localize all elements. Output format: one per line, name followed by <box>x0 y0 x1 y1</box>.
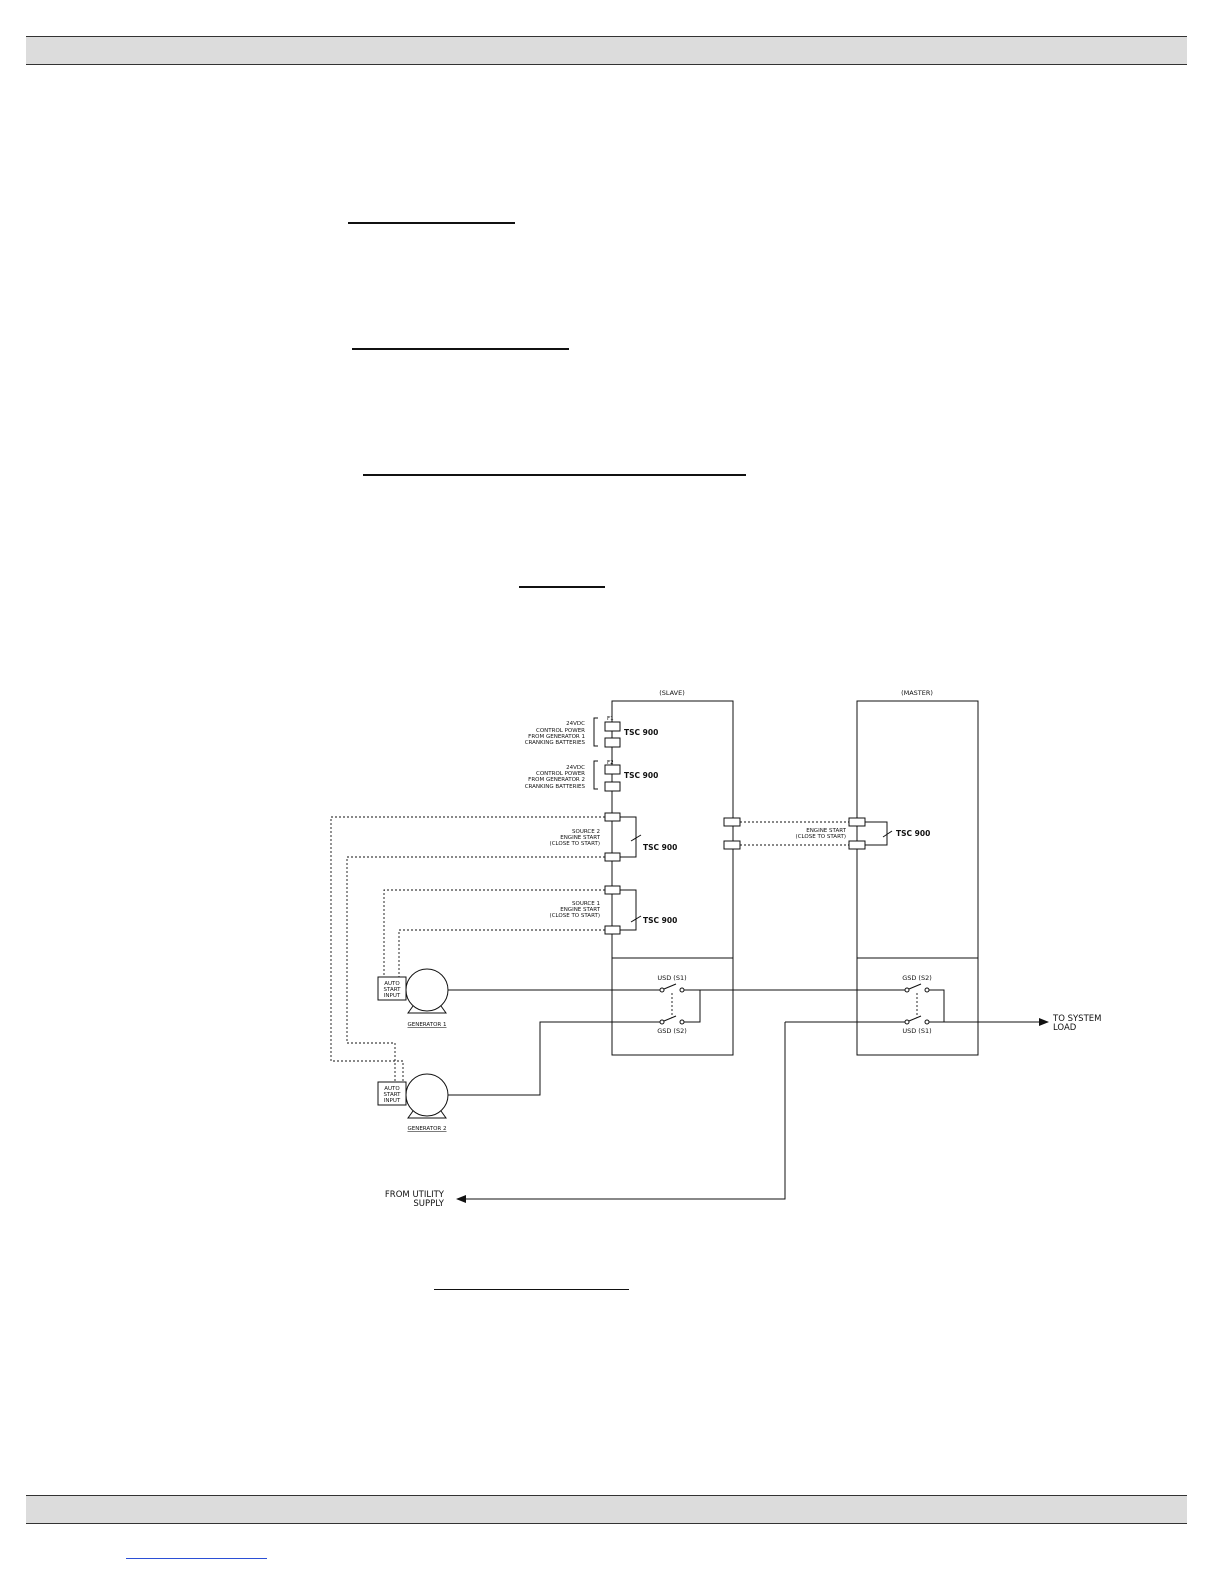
power-1-line-4: CRANKING BATTERIES <box>525 740 586 746</box>
source-2-line-3: (CLOSE TO START) <box>550 841 600 847</box>
footer-link-underline[interactable] <box>126 1558 267 1559</box>
master-engine-start-line-1: ENGINE START <box>806 828 846 834</box>
utility-label-line-2: SUPPLY <box>413 1199 444 1209</box>
heading-underline-3 <box>363 474 746 476</box>
source-1-engine-start: SOURCE 1 ENGINE START (CLOSE TO START) T… <box>550 885 677 935</box>
control-power-2: F2 24VDC CONTROL POWER FROM GENERATOR 2 … <box>525 760 658 792</box>
gen-2-input-line-3: INPUT <box>384 1098 401 1104</box>
power-1-line-1: 24VDC <box>566 721 585 727</box>
tsc-label-source-2: TSC 900 <box>643 843 677 852</box>
auto-start-control-wiring <box>330 816 605 1082</box>
figure-caption-underline <box>434 1289 629 1290</box>
heading-underline-2 <box>352 348 569 350</box>
power-2-line-2: CONTROL POWER <box>536 771 585 777</box>
load-label-line-2: LOAD <box>1053 1023 1077 1033</box>
generator-1: AUTO START INPUT GENERATOR 1 <box>377 968 449 1028</box>
footer-band <box>26 1495 1187 1524</box>
source-1-line-1: SOURCE 1 <box>572 901 600 907</box>
power-2-line-3: FROM GENERATOR 2 <box>528 777 585 783</box>
utility-label-line-1: FROM UTILITY <box>385 1190 445 1200</box>
utility-supply-terminal: FROM UTILITY SUPPLY <box>385 1190 445 1209</box>
gen-1-input-line-2: START <box>384 987 402 993</box>
gen-2-input-line-2: START <box>384 1092 402 1098</box>
slave-panel: (SLAVE) <box>611 689 734 1056</box>
source-1-line-3: (CLOSE TO START) <box>550 913 600 919</box>
heading-underline-1 <box>348 222 515 224</box>
tsc-label-master: TSC 900 <box>896 829 930 838</box>
slave-panel-title: (SLAVE) <box>659 689 685 697</box>
master-transfer-switch: GSD (S2) USD (S1) <box>902 974 932 1035</box>
generator-2-label: GENERATOR 2 <box>407 1126 446 1132</box>
master-panel: (MASTER) <box>856 689 979 1056</box>
gen-1-input-line-1: AUTO <box>384 981 400 987</box>
source-2-line-1: SOURCE 2 <box>572 829 600 835</box>
system-load-terminal: TO SYSTEM LOAD <box>1052 1014 1101 1033</box>
fuse-2-label: F2 <box>607 760 614 766</box>
power-2-line-4: CRANKING BATTERIES <box>525 784 586 790</box>
slave-transfer-switch: USD (S1) GSD (S2) <box>657 974 687 1035</box>
source-2-engine-start: SOURCE 2 ENGINE START (CLOSE TO START) T… <box>550 812 677 862</box>
header-band <box>26 36 1187 65</box>
fuse-1-label: F1 <box>607 716 614 722</box>
load-label-line-1: TO SYSTEM <box>1052 1014 1101 1024</box>
power-1-line-2: CONTROL POWER <box>536 728 585 734</box>
master-engine-start-line-2: (CLOSE TO START) <box>796 834 846 840</box>
generator-2: AUTO START INPUT GENERATOR 2 <box>377 1073 449 1132</box>
slave-switch-bottom-label: GSD (S2) <box>657 1027 687 1035</box>
master-switch-bottom-label: USD (S1) <box>902 1027 931 1035</box>
power-1-line-3: FROM GENERATOR 1 <box>528 734 585 740</box>
gen-1-input-line-3: INPUT <box>384 993 401 999</box>
generator-1-label: GENERATOR 1 <box>407 1022 446 1028</box>
slave-switch-top-label: USD (S1) <box>657 974 686 982</box>
master-panel-title: (MASTER) <box>901 689 933 697</box>
power-wiring <box>448 989 1049 1203</box>
source-1-line-2: ENGINE START <box>560 907 600 913</box>
heading-underline-4 <box>519 586 605 588</box>
tsc-label-power-1: TSC 900 <box>624 728 658 737</box>
gen-2-input-line-1: AUTO <box>384 1086 400 1092</box>
control-power-1: F1 24VDC CONTROL POWER FROM GENERATOR 1 … <box>525 716 658 748</box>
power-2-line-1: 24VDC <box>566 765 585 771</box>
master-engine-start: ENGINE START (CLOSE TO START) TSC 900 <box>723 817 930 850</box>
tsc-label-power-2: TSC 900 <box>624 771 658 780</box>
tsc-label-source-1: TSC 900 <box>643 916 677 925</box>
master-switch-top-label: GSD (S2) <box>902 974 932 982</box>
source-2-line-2: ENGINE START <box>560 835 600 841</box>
